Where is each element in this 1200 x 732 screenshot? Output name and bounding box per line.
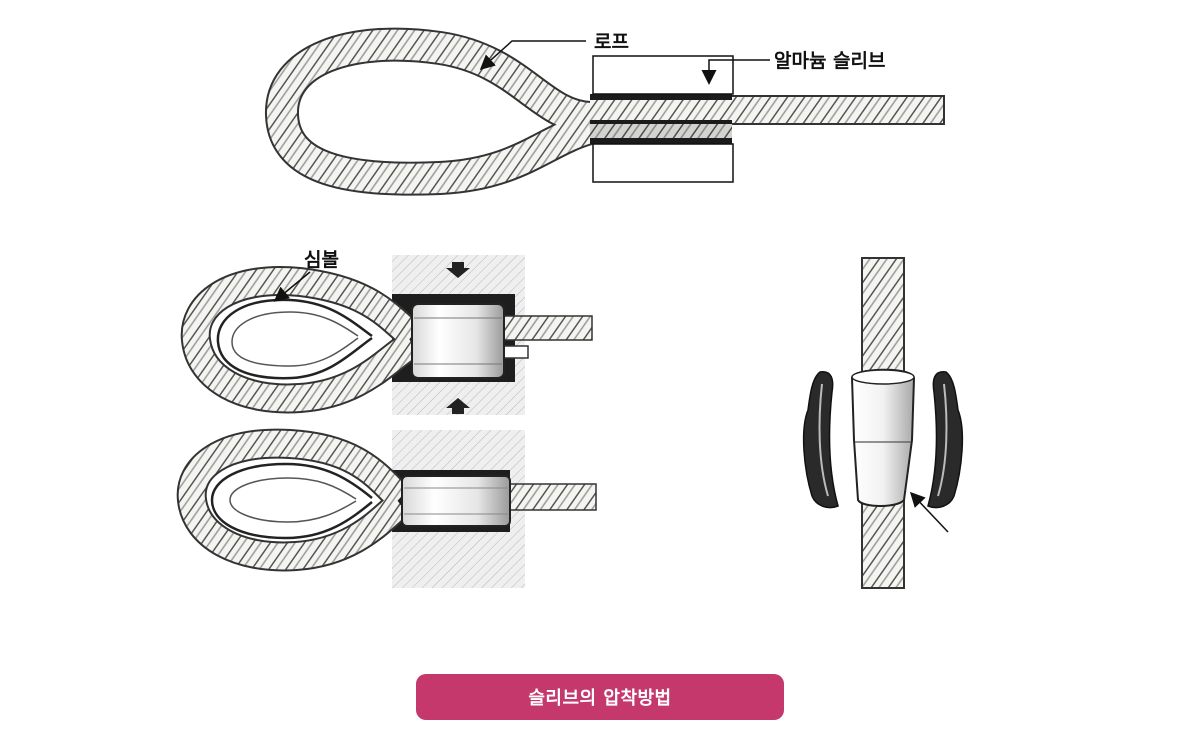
sleeve-crimped bbox=[401, 475, 511, 527]
press-arrow-up-icon bbox=[446, 398, 470, 414]
right-die-jaw bbox=[927, 371, 964, 509]
sleeve-label: 알마늄 슬리브 bbox=[774, 50, 886, 72]
thimble-label: 심볼 bbox=[304, 249, 339, 271]
top-sleeve-lower-outline bbox=[592, 143, 734, 183]
top-rope-assembly bbox=[265, 27, 945, 196]
top-rope-tail bbox=[729, 95, 945, 125]
sleeve-open bbox=[411, 303, 505, 379]
rope-label: 로프 bbox=[594, 31, 629, 53]
left-die-jaw bbox=[802, 371, 839, 509]
thimble-assembly-crimped bbox=[176, 428, 597, 572]
vertical-rope-top bbox=[861, 257, 905, 379]
caption-banner: 슬리브의 압착방법 bbox=[416, 674, 784, 720]
vertical-sleeve-pointer bbox=[909, 491, 949, 533]
rope-callout: 로프 bbox=[479, 31, 629, 71]
top-sleeve-upper-outline bbox=[592, 55, 734, 95]
vertical-sleeve bbox=[850, 368, 916, 507]
vertical-crimp-assembly bbox=[802, 257, 964, 589]
sleeve-crimping-diagram: 로프 알마늄 슬리브 심볼 bbox=[176, 27, 964, 589]
vertical-rope-bottom bbox=[861, 499, 905, 589]
thimble-assembly-open bbox=[180, 266, 593, 414]
press-arrow-down-icon bbox=[446, 262, 470, 278]
sleeve-callout: 알마늄 슬리브 bbox=[701, 50, 886, 85]
thimble-callout: 심볼 bbox=[273, 249, 339, 302]
